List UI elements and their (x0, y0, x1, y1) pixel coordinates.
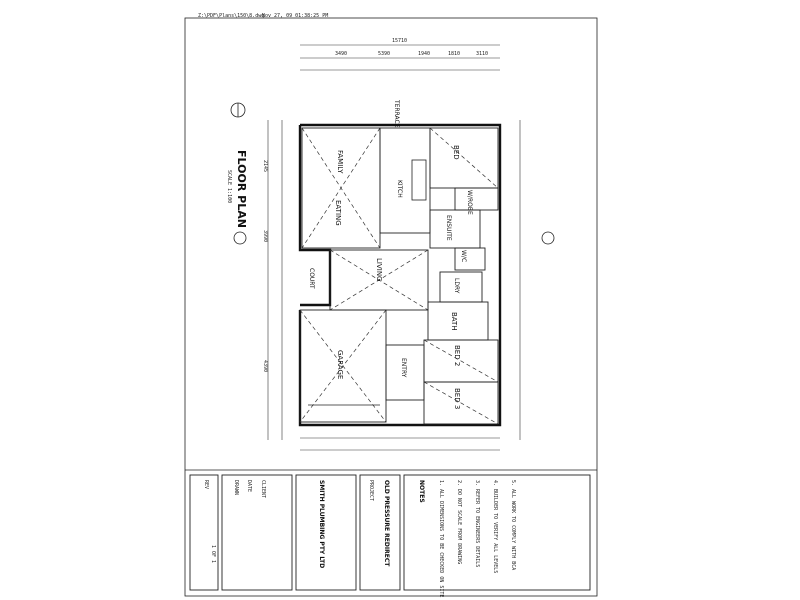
room-ensuite (429, 209, 481, 249)
title-block-date: DATE (246, 480, 252, 492)
room-label-terrace: TERRACE (393, 99, 400, 128)
room-label-kitch: KITCH (396, 180, 403, 198)
room-label-entry: ENTRY (400, 358, 407, 378)
section-marker-right-icon (541, 231, 555, 245)
room-laundry (439, 271, 483, 303)
room-bed-3 (423, 381, 499, 425)
section-marker-left-icon (233, 231, 247, 245)
note-item: 2. DO NOT SCALE FROM DRAWING (456, 480, 462, 564)
room-kitchen (379, 127, 431, 234)
roof-line-7 (299, 309, 387, 423)
dimension-left-2: 3990 (262, 230, 268, 242)
room-label-family: FAMILY (336, 150, 344, 174)
title-block-project-label: PROJECT (368, 480, 374, 501)
room-label-bed3: BED 3 (453, 388, 461, 409)
note-item: 3. REFER TO ENGINEERS DETAILS (474, 480, 480, 567)
title-block-info-box (221, 474, 293, 591)
title-block-drawn: DRAWN (233, 480, 239, 495)
room-label-bath: BATH (450, 312, 458, 331)
notes-heading: NOTES (418, 480, 425, 503)
room-label-living: LIVING (375, 258, 383, 281)
room-label-wrobe: W/ROBE (466, 190, 473, 215)
sheet-border (184, 17, 598, 597)
dimension-top-1: 3490 (335, 51, 347, 57)
title-block-sheet: 1 OF 1 (210, 545, 216, 563)
dimension-top-2: 5390 (378, 51, 390, 57)
dimension-left-3: 4390 (262, 360, 268, 372)
roof-line-8 (423, 339, 499, 383)
room-label-bed1: BED (452, 145, 460, 160)
dimension-top-4: 1810 (448, 51, 460, 57)
room-label-ldry: LDRY (453, 278, 460, 294)
roof-line-9 (423, 381, 499, 425)
dimension-left-1: 2145 (262, 160, 268, 172)
plan-title: FLOOR PLAN (235, 150, 248, 228)
title-block-rev-box (189, 474, 219, 591)
room-wrobe (454, 187, 499, 211)
kitchen-bench (411, 159, 427, 201)
title-block-client: CLIENT (260, 480, 266, 498)
note-item: 5. ALL WORK TO COMPLY WITH BCA (510, 480, 516, 570)
roof-line-3 (429, 127, 499, 189)
plan-scale: SCALE 1:100 (226, 170, 232, 203)
dimension-top-5: 3110 (476, 51, 488, 57)
roof-line-2 (301, 127, 381, 249)
note-item: 1. ALL DIMENSIONS TO BE CHECKED ON SITE (438, 480, 444, 597)
title-block-company: SMITH PLUMBING PTY LTD (318, 480, 325, 568)
header-stamp: Nov 27, 09 01:38:25 PM (262, 13, 328, 19)
header-path: Z:\PDF\Plans\150\8.dwg (198, 13, 264, 19)
note-item: 4. BUILDER TO VERIFY ALL LEVELS (492, 480, 498, 573)
room-label-garage: GARAGE (336, 350, 344, 379)
room-label-wc: W/C (460, 250, 467, 262)
room-label-eating: EATING (334, 200, 342, 226)
dimension-top-3: 1940 (418, 51, 430, 57)
room-label-ensuite: ENSUITE (445, 215, 452, 241)
notes-box (403, 474, 591, 591)
roof-line-5 (329, 249, 429, 311)
room-label-bed2: BED 2 (453, 345, 461, 366)
room-label-court: COURT (308, 268, 315, 289)
title-block-company-box (295, 474, 357, 591)
title-block-revision: REV (203, 480, 209, 489)
title-block-project: OLD PRESSURE REDIRECT (383, 480, 390, 567)
room-wc (454, 247, 486, 271)
title-block-project-box (359, 474, 401, 591)
dimension-overall: 15710 (392, 38, 407, 44)
